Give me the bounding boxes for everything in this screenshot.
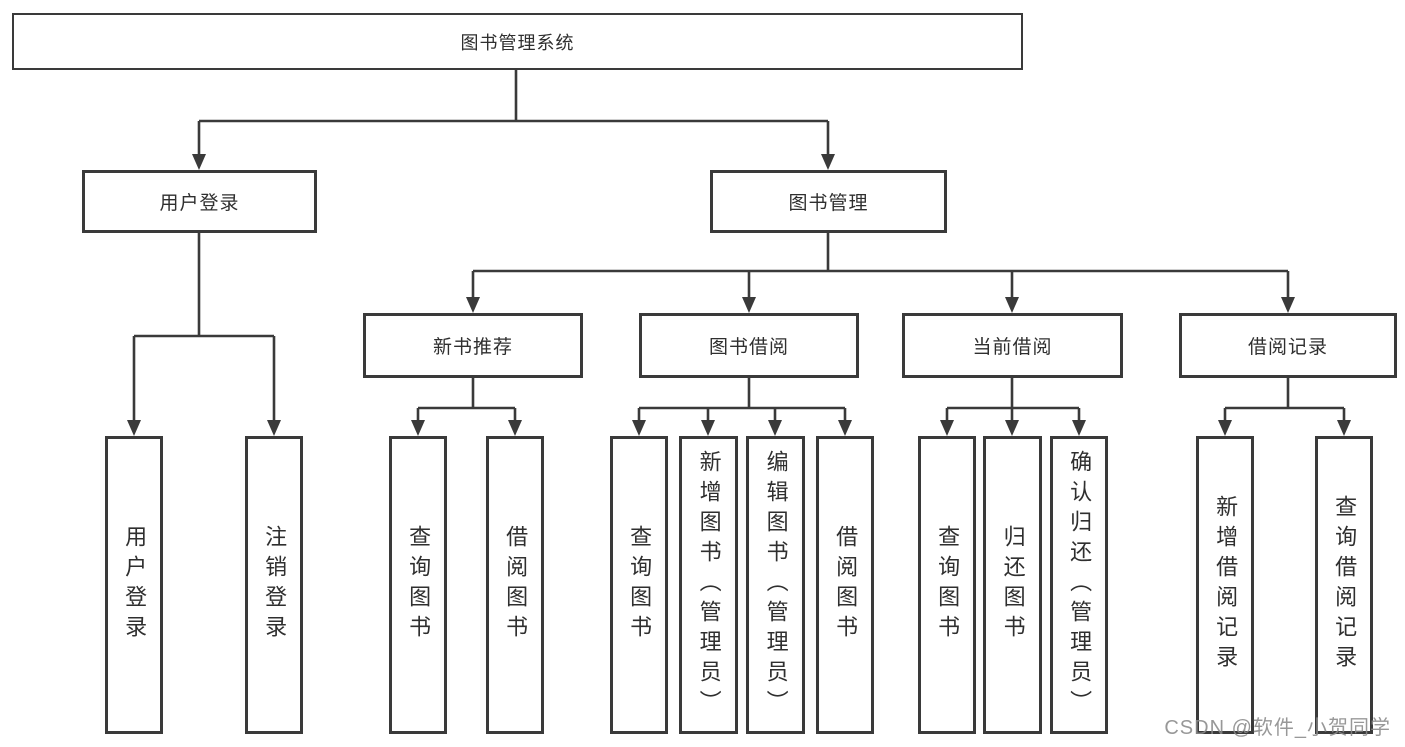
node-label: 用户登录 — [122, 525, 148, 645]
arrowhead — [192, 154, 206, 170]
node-label: 图书管理系统 — [460, 32, 575, 53]
node-label: 用户登录 — [159, 193, 240, 214]
arrowhead — [1005, 297, 1019, 313]
leaf-borrow-book: 借阅图书 — [816, 436, 874, 734]
node-book-borrow: 图书借阅 — [639, 313, 859, 378]
arrowhead — [1072, 420, 1086, 436]
arrowhead — [466, 297, 480, 313]
arrowhead — [1218, 420, 1232, 436]
arrowhead — [267, 420, 281, 436]
leaf-borrow-books-recommend: 借阅图书 — [486, 436, 544, 734]
arrowhead — [742, 297, 756, 313]
arrowhead — [127, 420, 141, 436]
arrowhead — [940, 420, 954, 436]
node-book-management: 图书管理 — [710, 170, 947, 233]
leaf-logout: 注销登录 — [245, 436, 303, 734]
node-label: 新增图书（管理员） — [696, 450, 722, 720]
leaf-query-books-current: 查询图书 — [918, 436, 976, 734]
arrowhead — [821, 154, 835, 170]
node-label: 归还图书 — [1000, 525, 1026, 645]
node-label: 查询借阅记录 — [1332, 495, 1358, 675]
node-label: 图书借阅 — [708, 337, 789, 358]
node-library-system: 图书管理系统 — [12, 13, 1023, 70]
node-label: 确认归还（管理员） — [1067, 450, 1093, 720]
arrowhead — [701, 420, 715, 436]
leaf-edit-book-admin: 编辑图书（管理员） — [746, 436, 805, 734]
arrowhead — [1005, 420, 1019, 436]
arrowhead — [508, 420, 522, 436]
node-label: 注销登录 — [262, 525, 288, 645]
node-label: 编辑图书（管理员） — [763, 450, 789, 720]
node-label: 当前借阅 — [972, 337, 1053, 358]
node-label: 新书推荐 — [432, 337, 513, 358]
arrowhead — [838, 420, 852, 436]
node-new-book-recommend: 新书推荐 — [363, 313, 583, 378]
node-label: 借阅图书 — [833, 525, 859, 645]
node-label: 查询图书 — [935, 525, 961, 645]
leaf-add-borrow-record: 新增借阅记录 — [1196, 436, 1254, 734]
leaf-query-borrow-record: 查询借阅记录 — [1315, 436, 1373, 734]
leaf-query-books-recommend: 查询图书 — [389, 436, 447, 734]
leaf-confirm-return-admin: 确认归还（管理员） — [1050, 436, 1108, 734]
arrowhead — [411, 420, 425, 436]
node-current-borrow: 当前借阅 — [902, 313, 1123, 378]
node-label: 借阅图书 — [503, 525, 529, 645]
csdn-watermark: CSDN @软件_小贺同学 — [1164, 717, 1391, 739]
arrowhead — [1337, 420, 1351, 436]
arrowhead — [632, 420, 646, 436]
node-label: 查询图书 — [406, 525, 432, 645]
arrowhead — [1281, 297, 1295, 313]
node-label: 查询图书 — [627, 525, 653, 645]
node-label: 图书管理 — [788, 193, 869, 214]
node-label: 借阅记录 — [1247, 337, 1328, 358]
leaf-user-login: 用户登录 — [105, 436, 163, 734]
leaf-query-books-borrow: 查询图书 — [610, 436, 668, 734]
node-borrow-records: 借阅记录 — [1179, 313, 1397, 378]
leaf-add-book-admin: 新增图书（管理员） — [679, 436, 738, 734]
node-user-login-branch: 用户登录 — [82, 170, 317, 233]
node-label: 新增借阅记录 — [1213, 495, 1239, 675]
arrowhead — [768, 420, 782, 436]
leaf-return-book: 归还图书 — [983, 436, 1042, 734]
